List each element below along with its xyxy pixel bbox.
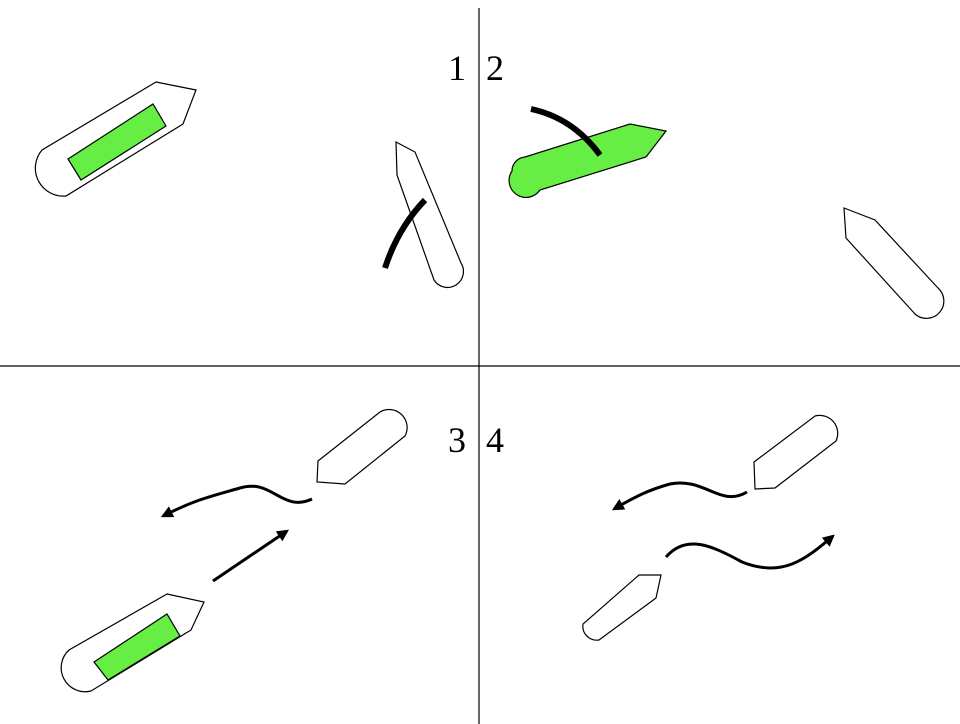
boat-hull-highlighted (508, 123, 668, 199)
wave-barrier (530, 106, 603, 157)
wave-barrier (382, 197, 428, 269)
cargo-deck (67, 103, 167, 181)
panel-4 (582, 414, 839, 641)
boat-hull (582, 574, 662, 641)
panel-label-3: 3 (448, 420, 466, 460)
boat-with-cargo (34, 81, 197, 197)
wake-arrow-upright (212, 529, 289, 583)
wake-arrow-left (160, 484, 313, 518)
panel-3 (60, 408, 408, 693)
panel-label-1: 1 (448, 48, 466, 88)
boat-hull (753, 414, 839, 490)
boat-hull (316, 408, 408, 485)
cargo-deck (93, 613, 181, 681)
wake-arrow-right (664, 534, 835, 570)
panel-2 (508, 106, 945, 319)
wake-arrow-left (611, 481, 748, 511)
panel-label-2: 2 (486, 48, 504, 88)
boat-hull (395, 140, 465, 289)
boat-with-cargo (60, 593, 205, 693)
panel-1 (34, 81, 465, 289)
panel-label-4: 4 (486, 420, 504, 460)
boat-hull (843, 207, 945, 319)
boat-upright (395, 140, 465, 289)
